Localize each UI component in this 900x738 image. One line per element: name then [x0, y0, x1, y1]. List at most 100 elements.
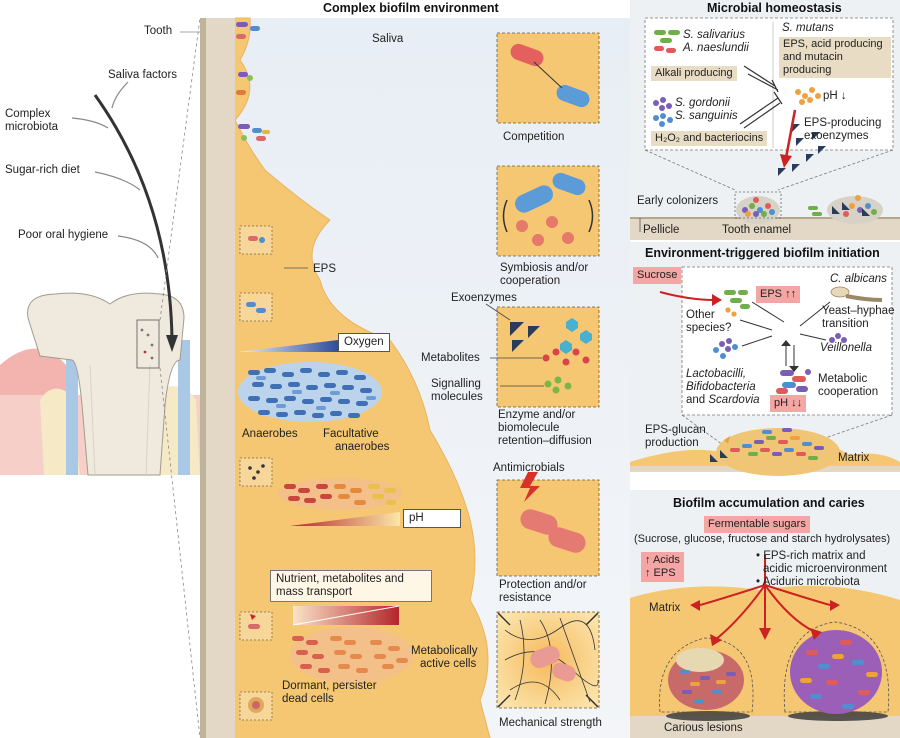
label-bullet-1b: acidic microenvironment [763, 563, 887, 575]
label-tooth: Tooth [144, 25, 173, 37]
label-antimicrobials: Antimicrobials [493, 462, 565, 474]
title-caries: Biofilm accumulation and caries [673, 496, 865, 510]
label-tooth-enamel: Tooth enamel [722, 224, 792, 236]
label-oxygen: Oxygen [338, 333, 390, 352]
label-early-colonizers: Early colonizers [637, 195, 719, 207]
caries-panel [630, 490, 900, 738]
label-eps-producing-1: EPS-producing [804, 117, 882, 129]
label-sucrose: Sucrose [633, 267, 682, 284]
label-complex-microbiota-1: Complex [5, 108, 51, 120]
label-protection-2: resistance [499, 592, 552, 604]
label-mutans-desc: EPS, acid producing and mutacin producin… [779, 37, 891, 78]
mechanical-box [496, 611, 600, 709]
title-biofilm-environment: Complex biofilm environment [323, 1, 499, 15]
label-pellicle: Pellicle [643, 224, 680, 236]
label-s-sanguinis: S. sanguinis [675, 110, 738, 122]
lesion-colony-right [790, 630, 882, 714]
acid-cluster [278, 478, 402, 510]
label-s-mutans: S. mutans [782, 22, 834, 34]
label-lacto-1: Lactobacilli, [686, 368, 747, 380]
label-competition: Competition [503, 131, 565, 143]
label-alkali: Alkali producing [651, 66, 737, 81]
label-acids: ↑ Acids [645, 554, 680, 566]
label-exoenzymes: Exoenzymes [451, 292, 517, 304]
label-nutrient: Nutrient, metabolites and mass transport [270, 570, 432, 602]
label-glucan-1: EPS-glucan [645, 424, 706, 436]
anaerobes-cluster [238, 362, 382, 422]
label-dormant-1: Dormant, persister [282, 680, 377, 692]
competition-box [496, 32, 600, 124]
label-c-albicans: C. albicans [830, 273, 887, 285]
label-caries-matrix: Matrix [649, 602, 681, 614]
label-other-species-2: species? [686, 322, 732, 334]
label-fermentable-sugars: Fermentable sugars [704, 516, 810, 533]
label-lacto-3-scardovia: Scardovia [708, 394, 760, 406]
nutrient-gradient [292, 605, 400, 626]
label-yeast-2: transition [822, 318, 869, 330]
label-yeast-1: Yeast–hyphae [822, 305, 895, 317]
label-anaerobes: Anaerobes [242, 428, 298, 440]
label-symbiosis-2: cooperation [500, 275, 561, 287]
label-s-salivarius: S. salivarius [683, 29, 745, 41]
label-poor-hygiene: Poor oral hygiene [18, 229, 109, 241]
label-metabolically-2: active cells [420, 658, 477, 670]
label-nutrient-line-1: Nutrient, metabolites and [276, 573, 404, 585]
label-other-species-1: Other [686, 309, 715, 321]
label-mechanical: Mechanical strength [499, 717, 602, 729]
label-eps-upup: EPS ↑↑ [756, 286, 801, 303]
label-facultative-2: anaerobes [335, 441, 390, 453]
label-nutrient-line-2: mass transport [276, 586, 353, 598]
label-eps-producing-2: exoenzymes [804, 130, 869, 142]
label-enzyme-1: Enzyme and/or [498, 409, 576, 421]
label-mutans-line-2: and mutacin [783, 51, 843, 63]
protection-box [496, 472, 600, 577]
label-ph-downdown: pH ↓↓ [770, 395, 807, 412]
label-enzyme-3: retention–diffusion [498, 435, 592, 447]
label-bullet-1a: • EPS-rich matrix and [756, 550, 866, 562]
label-sugars-list: (Sucrose, glucose, fructose and starch h… [634, 533, 891, 545]
label-bullet-2: • Aciduric microbiota [756, 576, 860, 588]
label-mutans-line-3: producing [783, 64, 832, 76]
label-complex-microbiota-2: microbiota [5, 121, 59, 133]
label-lacto-2: Bifidobacteria [686, 381, 756, 393]
label-h2o2: H₂O₂ and bacteriocins [651, 131, 768, 146]
label-eps-up: ↑ EPS [645, 567, 676, 579]
label-eps: EPS [313, 263, 337, 275]
label-signalling-1: Signalling [431, 378, 481, 390]
oxygen-gradient [238, 340, 338, 352]
label-symbiosis-1: Symbiosis and/or [500, 262, 589, 274]
label-facultative-1: Facultative [323, 428, 379, 440]
lesion-colony-left [668, 648, 744, 710]
label-saliva: Saliva [372, 33, 404, 45]
label-glucan-2: production [645, 437, 699, 449]
label-sugar-diet: Sugar-rich diet [5, 164, 80, 176]
label-dormant-2: dead cells [282, 693, 334, 705]
label-lacto-3: and Scardovia [686, 394, 760, 407]
symbiosis-box [496, 165, 600, 257]
homeostasis-panel [630, 0, 900, 240]
label-protection-1: Protection and/or [499, 579, 587, 591]
label-veillonella: Veillonella [820, 342, 872, 354]
label-ph: pH [403, 509, 461, 528]
label-lacto-3-and: and [686, 394, 709, 406]
label-mutans-line-1: EPS, acid producing [783, 38, 883, 50]
label-signalling-2: molecules [431, 391, 483, 403]
label-ph-down: pH ↓ [823, 90, 847, 102]
label-metabolic-1: Metabolic [818, 373, 868, 385]
label-metabolically-1: Metabolically [411, 645, 478, 657]
title-initiation: Environment-triggered biofilm initiation [645, 246, 880, 260]
label-acids-eps: ↑ Acids ↑ EPS [641, 552, 684, 582]
enzyme-box [496, 306, 600, 408]
label-carious-lesions: Carious lesions [664, 722, 743, 734]
active-cluster [290, 627, 414, 683]
factor-arrows [71, 81, 159, 259]
title-homeostasis: Microbial homeostasis [707, 1, 842, 15]
colony-top [236, 22, 270, 141]
label-s-gordonii: S. gordonii [675, 97, 730, 109]
label-initiation-matrix: Matrix [838, 452, 870, 464]
label-enzyme-2: biomolecule [498, 422, 560, 434]
label-metabolites: Metabolites [421, 352, 480, 364]
curved-arrow [93, 94, 178, 352]
label-metabolic-2: cooperation [818, 386, 879, 398]
